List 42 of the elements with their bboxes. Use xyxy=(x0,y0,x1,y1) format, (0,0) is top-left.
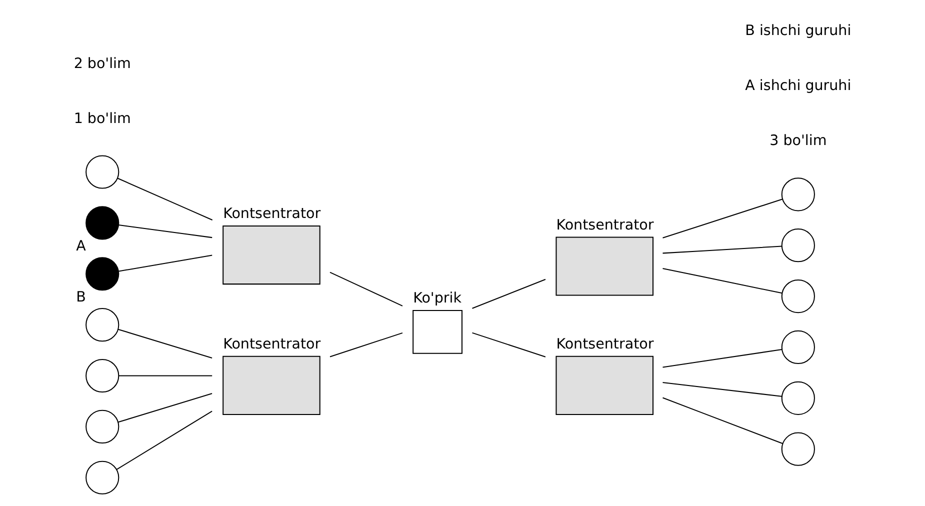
node-label: A xyxy=(76,238,86,254)
connector xyxy=(118,254,212,272)
node-circle xyxy=(85,308,119,342)
connector xyxy=(662,245,782,254)
connector xyxy=(662,381,782,396)
connector xyxy=(472,278,546,308)
node-circle xyxy=(780,330,814,364)
label: 3 bo'lim xyxy=(769,132,826,149)
node-label: Kontsentrator xyxy=(222,336,320,352)
connector xyxy=(662,267,782,294)
connector xyxy=(118,374,212,376)
node-circle xyxy=(85,206,119,240)
connector xyxy=(116,177,212,220)
node-circle xyxy=(780,432,814,466)
node-circle xyxy=(85,460,119,494)
node-circle xyxy=(780,177,814,211)
node-circle xyxy=(780,228,814,262)
connector xyxy=(472,332,546,357)
label: B ishchi guruhi xyxy=(744,22,851,39)
node-label: Kontsentrator xyxy=(556,336,654,352)
node-circle xyxy=(85,409,119,443)
connector xyxy=(118,328,212,358)
node-label: B xyxy=(76,289,86,306)
label: A ishchi guruhi xyxy=(744,78,851,94)
label: 2 bo'lim xyxy=(73,55,130,72)
node-circle xyxy=(85,358,119,392)
node-label: Kontsentrator xyxy=(556,216,654,233)
connector xyxy=(662,396,782,444)
node-circle xyxy=(780,278,814,313)
node-label: Kontsentrator xyxy=(222,206,320,222)
connector xyxy=(329,332,402,357)
connector xyxy=(118,224,212,238)
label: 1 bo'lim xyxy=(73,110,130,126)
node-label: Ko'prik xyxy=(412,290,461,306)
connector xyxy=(118,392,212,422)
connector xyxy=(116,410,212,470)
connector xyxy=(662,198,782,238)
connector xyxy=(662,348,782,368)
node-circle xyxy=(780,380,814,414)
node-circle xyxy=(85,154,119,188)
connector xyxy=(329,271,402,306)
node-circle xyxy=(85,256,119,290)
